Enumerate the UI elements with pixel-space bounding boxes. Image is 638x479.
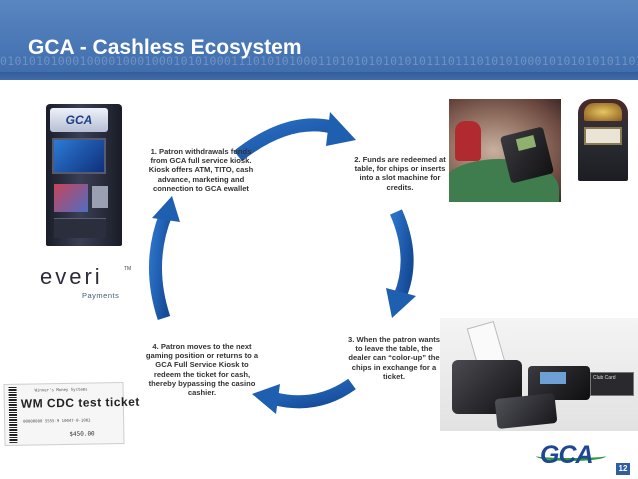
arrow-left	[148, 211, 173, 321]
gca-swoosh-icon	[536, 451, 606, 461]
slot-reels	[584, 127, 622, 145]
everi-subtitle: Payments	[82, 291, 120, 300]
arrow-right-head	[386, 288, 416, 318]
ticket-amount: $450.00	[69, 430, 95, 438]
kiosk-base	[54, 218, 106, 238]
step-4-text: 4. Patron moves to the next gaming posit…	[145, 342, 259, 398]
pin-keypad	[494, 392, 558, 430]
slide-title: GCA - Cashless Ecosystem	[28, 36, 302, 59]
dealer-figure	[455, 121, 481, 161]
ticket-main-text: WM CDC test ticket	[20, 394, 140, 411]
tito-ticket-image: Winner's Money Systems WM CDC test ticke…	[3, 381, 140, 447]
terminal-screen	[540, 372, 566, 384]
slot-topper	[584, 103, 622, 121]
page-number: 12	[616, 463, 630, 475]
kiosk-logo: GCA	[50, 108, 108, 132]
step-3-text: 3. When the patron wants to leave the ta…	[348, 335, 440, 381]
step-1-text: 1. Patron withdrawals funds from GCA ful…	[148, 147, 254, 193]
barcode-icon	[8, 386, 18, 443]
kiosk-panel	[54, 184, 88, 212]
arrow-left-head	[152, 196, 180, 222]
kiosk-screen	[52, 138, 106, 174]
step-2-text: 2. Funds are redeemed at table, for chip…	[354, 155, 446, 192]
binary-pattern: 0101010100010000100010001010100011101010…	[0, 54, 638, 68]
arrow-top	[233, 118, 338, 162]
ticket-detail-text: 00000000 5555-9 10047-0-1002	[23, 417, 91, 424]
ticket-printer-photo: Club Card	[440, 318, 638, 431]
club-card: Club Card	[590, 372, 634, 396]
everi-payments-logo: everi TM Payments	[38, 264, 134, 304]
gca-logo: GCA	[540, 441, 594, 469]
ticket-header-text: Winner's Money Systems	[34, 386, 88, 393]
everi-wordmark: everi	[40, 264, 103, 289]
slot-machine-photo	[574, 99, 634, 182]
everi-trademark: TM	[124, 266, 132, 272]
kiosk-slot	[92, 186, 108, 208]
arrow-top-head	[326, 112, 356, 146]
arrow-right	[390, 209, 414, 299]
title-banner: 0101010100010000100010001010100011101010…	[0, 0, 638, 80]
banner-shadow	[0, 72, 638, 80]
arrow-bottom	[270, 378, 356, 409]
casino-table-photo	[449, 99, 561, 202]
gca-kiosk-image: GCA	[40, 104, 130, 250]
arrow-bottom-head	[252, 384, 280, 414]
